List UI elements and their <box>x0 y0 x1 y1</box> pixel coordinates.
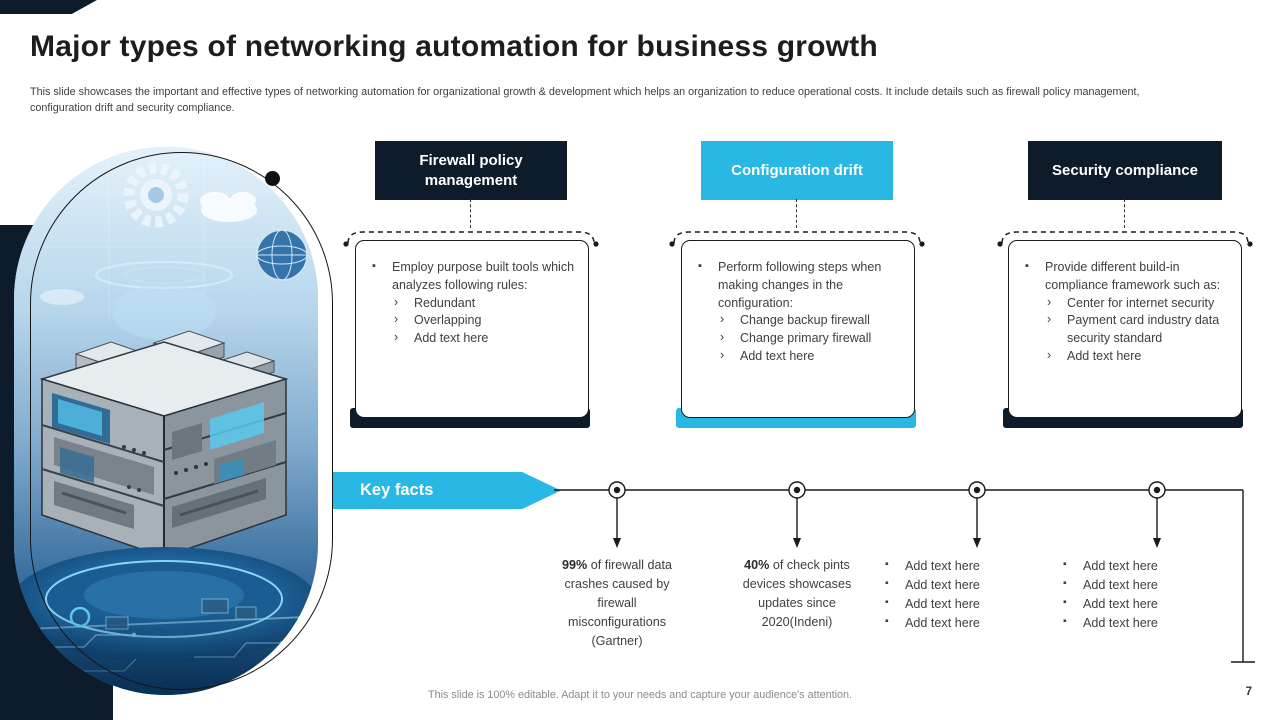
slide-description: This slide showcases the important and e… <box>30 86 1140 114</box>
security-compliance-box[interactable]: Provide different build-in compliance fr… <box>1008 240 1242 418</box>
list-item: Add text here <box>1045 347 1229 366</box>
fact-placeholder-list: Add text here Add text here Add text her… <box>1062 557 1158 633</box>
firewall-policy-box[interactable]: Employ purpose built tools which analyze… <box>355 240 589 418</box>
fact-firewall-crashes: 99% of firewall data crashes caused by f… <box>558 556 676 650</box>
column-header-label: Firewall policy management <box>419 152 523 189</box>
key-facts-banner[interactable]: Key facts <box>333 472 561 509</box>
networking-illustration <box>14 147 318 695</box>
fact-stat-text: of check pints devices showcases updates… <box>742 558 852 629</box>
configuration-drift-box[interactable]: Perform following steps when making chan… <box>681 240 915 418</box>
column-header-security-compliance[interactable]: Security compliance <box>1028 141 1222 200</box>
box-intro: Employ purpose built tools which analyze… <box>370 259 576 295</box>
list-item: Redundant <box>392 294 576 313</box>
column-header-label: Security compliance <box>1052 161 1198 179</box>
key-facts-timeline <box>554 481 1255 663</box>
key-facts-label: Key facts <box>360 481 434 499</box>
box-list: Change backup firewall Change primary fi… <box>718 311 902 366</box>
timeline-marker-icon <box>608 481 1166 499</box>
box-list: Center for internet security Payment car… <box>1045 294 1229 366</box>
list-item: Overlapping <box>392 311 576 330</box>
dashed-connector <box>796 199 797 228</box>
list-item: Add text here <box>1062 614 1158 633</box>
list-item: Change primary firewall <box>718 329 902 348</box>
list-item: Add text here <box>392 329 576 348</box>
list-item: Change backup firewall <box>718 311 902 330</box>
arrow-down-icon <box>613 538 1161 548</box>
list-item: Add text here <box>1062 595 1158 614</box>
fact-stat-text: of firewall data crashes caused by firew… <box>564 558 672 648</box>
list-item: Center for internet security <box>1045 294 1229 313</box>
list-item: Add text here <box>884 595 980 614</box>
fact-placeholder-list: Add text here Add text here Add text her… <box>884 557 980 633</box>
box-intro: Provide different build-in compliance fr… <box>1023 259 1229 295</box>
list-item: Add text here <box>884 557 980 576</box>
dashed-bracket <box>669 231 925 247</box>
outline-dot <box>265 171 280 186</box>
list-item: Add text here <box>1062 576 1158 595</box>
dashed-connector <box>1124 199 1125 228</box>
page-title: Major types of networking automation for… <box>30 30 878 63</box>
footer-note: This slide is 100% editable. Adapt it to… <box>427 689 852 701</box>
list-item: Add text here <box>884 614 980 633</box>
server-cube-art <box>14 147 318 695</box>
dashed-bracket <box>997 231 1253 247</box>
list-item: Payment card industry data security stan… <box>1045 311 1229 348</box>
list-item: Add text here <box>718 347 902 366</box>
fact-stat-value: 40% <box>744 558 770 572</box>
dashed-bracket <box>343 231 599 247</box>
gear-icon <box>123 162 189 228</box>
list-item: Add text here <box>884 576 980 595</box>
list-item: Add text here <box>1062 557 1158 576</box>
column-header-firewall-policy[interactable]: Firewall policy management <box>375 141 567 200</box>
cloud-icon <box>200 192 257 222</box>
dashed-connector <box>470 199 471 228</box>
box-intro: Perform following steps when making chan… <box>696 259 902 312</box>
page-number: 7 <box>1245 686 1252 698</box>
globe-icon <box>256 229 308 281</box>
box-list: Redundant Overlapping Add text here <box>392 294 576 348</box>
fact-checkpoint-updates: 40% of check pints devices showcases upd… <box>738 556 856 632</box>
corner-accent-top-left <box>0 0 97 14</box>
fact-stat-value: 99% <box>562 558 588 572</box>
column-header-configuration-drift[interactable]: Configuration drift <box>701 141 893 200</box>
column-header-label: Configuration drift <box>731 161 863 179</box>
